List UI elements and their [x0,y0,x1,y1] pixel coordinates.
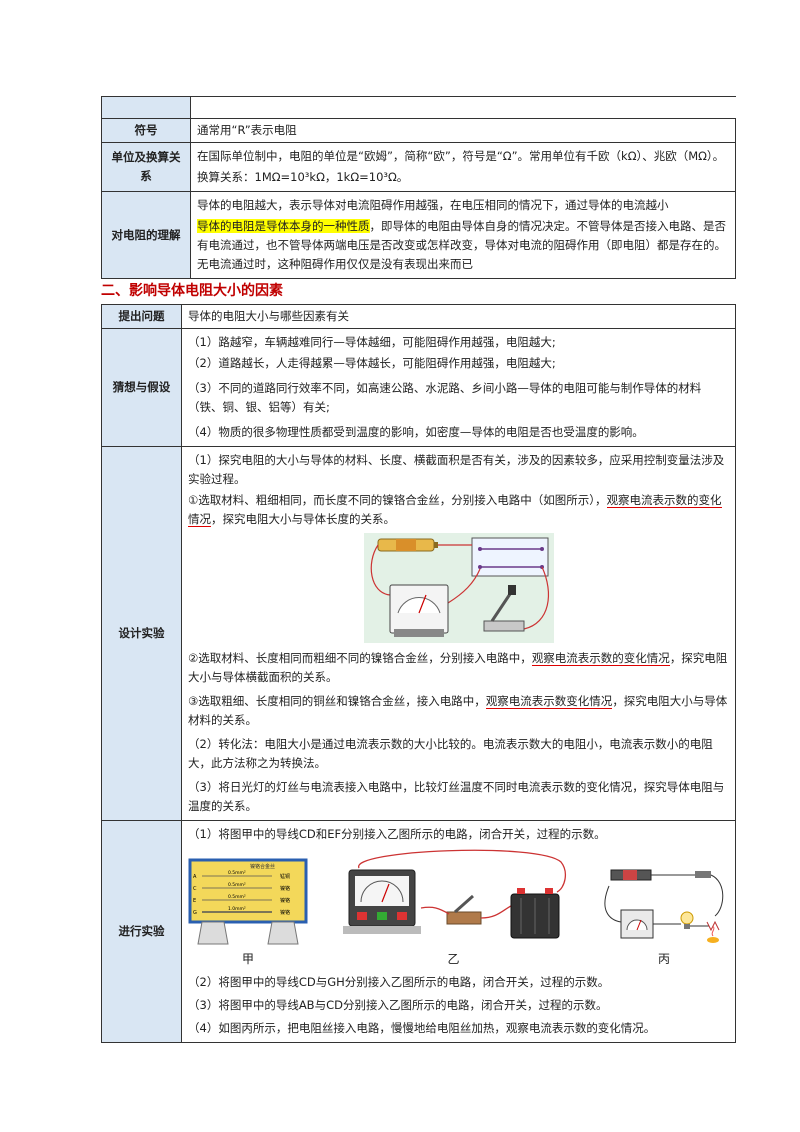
table-row: 提出问题 导体的电阻大小与哪些因素有关 [101,304,736,329]
wire-label: 0.5mm² [228,882,246,888]
wire-label: 1.0mm² [228,906,246,912]
understand-text-2: ，即导体的电阻由导体自身的情况决定。不管导体是否接入电路、是否有电流通过，也不管… [197,219,726,271]
design-cell: （1）探究电阻的大小与导体的材料、长度、横截面积是否有关，涉及的因素较多，应采用… [181,446,736,821]
design-label: 设计实验 [101,446,182,821]
design-step-1-text-end: ，探究电阻大小与导体长度的关系。 [211,512,395,526]
unit-text: 在国际单位制中，电阻的单位是“欧姆”，简称“欧”，符号是“Ω”。常用单位有千欧（… [197,149,725,163]
understand-paragraph: 导体的电阻是导体本身的一种性质，即导体的电阻由导体自身的情况决定。不管导体是否接… [197,217,729,274]
symbol-text: 通常用“R”表示电阻 [190,118,736,143]
board-title: 镍铬合金丝 [250,863,275,870]
understand-cell: 导体的电阻越大，表示导体对电流阻碍作用越强，在电压相同的情况下，通过导体的电流越… [190,191,736,279]
figure-label-yi: 乙 [447,952,460,966]
board-wires [202,875,272,913]
figure-label-jia: 甲 [241,952,254,966]
table-row [101,96,736,119]
figure-label-bing: 丙 [657,952,670,966]
experiment-figures: 镍铬合金丝 A C E G 0.5mm² [188,848,729,969]
experiment-cell: （1）将图甲中的导线CD和EF分别接入乙图所示的电路，闭合开关，过程的示数。 镍… [181,820,736,1043]
underlined-text: 观察电流表示数的变化情况 [531,651,670,666]
question-text: 导体的电阻大小与哪些因素有关 [181,304,736,329]
wire-material: 镍铬 [280,897,290,904]
unit-conversion-text: 换算关系：1MΩ=10³kΩ，1kΩ=10³Ω。 [197,170,409,184]
figure-jia: 镍铬合金丝 A C E G 0.5mm² [188,858,308,969]
underlined-text: 观察电流表示数的变化情况 [188,493,722,527]
design-step-2: ②选取材料、长度相同而粗细不同的镍铬合金丝，分别接入电路中，观察电流表示数的变化… [188,649,729,687]
symbol-label: 符号 [101,118,191,143]
experiment-step: （1）将图甲中的导线CD和EF分别接入乙图所示的电路，闭合开关，过程的示数。 [188,827,606,841]
table-row: 符号 通常用“R”表示电阻 [101,118,736,143]
design-step-1-text: ①选取材料、粗细相同，而长度不同的镍铬合金丝，分别接入电路中（如图所示）， [188,493,607,507]
board-letter: A [193,874,197,880]
unit-label: 单位及换算关系 [101,142,191,192]
guess-item: （4）物质的很多物理性质都受到温度的影响，如密度—导体的电阻是否也受温度的影响。 [188,425,644,439]
design-step-2-text-end: ，探究电阻大小与导体横截面积的关系。 [188,651,728,684]
blank-header-cell [101,96,191,119]
blank-cell [190,96,736,119]
experiment-step: （3）将图甲中的导线AB与CD分别接入乙图所示的电路，闭合开关，过程的示数。 [188,998,608,1012]
design-text: （3）将日光灯的灯丝与电流表接入电路中，比较灯丝温度不同时电流表示数的变化情况，… [188,780,725,813]
table-row: 进行实验 （1）将图甲中的导线CD和EF分别接入乙图所示的电路，闭合开关，过程的… [101,820,736,1043]
figure-yi: 乙 [338,848,569,969]
circuit-illustration [363,533,554,643]
wire-material: 镍铬 [280,909,290,916]
guess-item: （3）不同的道路同行效率不同，如高速公路、水泥路、乡间小路—导体的电阻可能与制作… [188,381,702,414]
experiment-step: （4）如图丙所示，把电阻丝接入电路，慢慢地给电阻丝加热，观察电流表示数的变化情况… [188,1021,656,1035]
highlighted-text: 导体的电阻是导体本身的一种性质 [197,219,370,233]
experiment-label: 进行实验 [101,820,182,1043]
board-letter: G [193,910,197,916]
section-title: 二、影响导体电阻大小的因素 [101,283,283,299]
table-row: 对电阻的理解 导体的电阻越大，表示导体对电流阻碍作用越强，在电压相同的情况下，通… [101,191,736,279]
wire-material: 锰铜 [280,873,290,880]
question-label: 提出问题 [101,304,182,329]
design-step-3: ③选取粗细、长度相同的铜丝和镍铬合金丝，接入电路中，观察电流表示数变化情况，探究… [188,692,729,730]
wire-board-illustration: 镍铬合金丝 A C E G 0.5mm² [188,858,308,945]
design-step-1: ①选取材料、粗细相同，而长度不同的镍铬合金丝，分别接入电路中（如图所示），观察电… [188,491,729,529]
circuit-figure [188,533,729,643]
wire-material: 镍铬 [280,885,290,892]
wire-label: 0.5mm² [228,870,246,876]
understand-label: 对电阻的理解 [101,191,191,279]
ammeter-circuit-illustration [338,848,569,948]
understand-text: 导体的电阻越大，表示导体对电流阻碍作用越强，在电压相同的情况下，通过导体的电流越… [197,198,669,212]
table-row: 设计实验 （1）探究电阻的大小与导体的材料、长度、横截面积是否有关，涉及的因素较… [101,446,736,821]
guess-label: 猜想与假设 [101,328,182,447]
factors-table: 提出问题 导体的电阻大小与哪些因素有关 猜想与假设 （1）路越窄，车辆越难同行—… [101,304,736,1043]
design-step-3-text: ③选取粗细、长度相同的铜丝和镍铬合金丝，接入电路中， [188,694,486,708]
guess-item: （1）路越窄，车辆越难同行—导体越细，可能阻碍作用越强，电阻越大; [188,335,556,349]
heating-circuit-illustration [599,860,729,948]
design-text: （2）转化法：电阻大小是通过电流表示数的大小比较的。电流表示数大的电阻小，电流表… [188,737,713,770]
resistance-info-table: 符号 通常用“R”表示电阻 单位及换算关系 在国际单位制中，电阻的单位是“欧姆”… [101,96,736,279]
unit-cell: 在国际单位制中，电阻的单位是“欧姆”，简称“欧”，符号是“Ω”。常用单位有千欧（… [190,142,736,192]
guess-item: （2）道路越长，人走得越累—导体越长，可能阻碍作用越强，电阻越大; [188,356,556,370]
document-page: 符号 通常用“R”表示电阻 单位及换算关系 在国际单位制中，电阻的单位是“欧姆”… [101,96,736,1043]
table-row: 单位及换算关系 在国际单位制中，电阻的单位是“欧姆”，简称“欧”，符号是“Ω”。… [101,142,736,192]
design-step-3-text-end: ，探究电阻大小与导体材料的关系。 [188,694,728,727]
guess-cell: （1）路越窄，车辆越难同行—导体越细，可能阻碍作用越强，电阻越大; （2）道路越… [181,328,736,447]
underlined-text: 观察电流表示数变化情况 [485,694,613,709]
table-row: 猜想与假设 （1）路越窄，车辆越难同行—导体越细，可能阻碍作用越强，电阻越大; … [101,328,736,447]
wire-label: 0.5mm² [228,894,246,900]
board-letter: C [193,886,197,892]
board-letter: E [193,898,196,904]
design-step-2-text: ②选取材料、长度相同而粗细不同的镍铬合金丝，分别接入电路中， [188,651,532,665]
experiment-step: （2）将图甲中的导线CD与GH分别接入乙图所示的电路，闭合开关，过程的示数。 [188,975,610,989]
design-text: （1）探究电阻的大小与导体的材料、长度、横截面积是否有关，涉及的因素较多，应采用… [188,453,725,486]
figure-bing: 丙 [599,860,729,969]
